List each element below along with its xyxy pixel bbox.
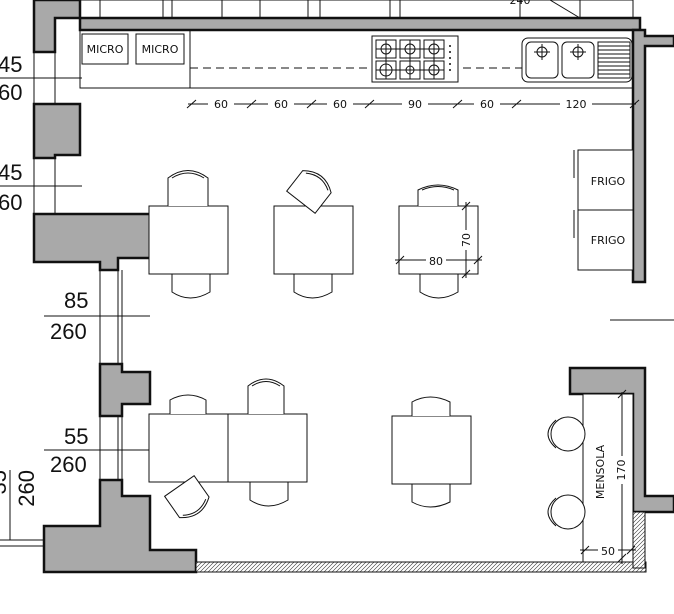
stool-1 — [550, 416, 586, 452]
window-3-bottom: 260 — [50, 319, 87, 344]
table-depth-dim: 70 — [460, 233, 473, 247]
wall-bottom-left — [42, 478, 198, 574]
shelf-area: 170 MENSOLA 50 — [547, 389, 636, 564]
chair-3a — [417, 184, 459, 206]
window-2-top: 45 — [0, 160, 22, 185]
counter-dim-3: 60 — [333, 98, 347, 111]
window-4-top: 55 — [64, 424, 88, 449]
counter-dim-4: 90 — [408, 98, 422, 111]
counter-dim-6: 120 — [566, 98, 587, 111]
window-2-bottom: 60 — [0, 190, 22, 215]
chair-4d — [249, 481, 289, 507]
sink — [521, 37, 633, 83]
walls — [32, 0, 674, 574]
table-4a — [148, 413, 229, 483]
left-windows: 45 60 45 60 85 260 55 260 35 260 — [0, 52, 674, 547]
wall-right-upper — [631, 28, 674, 284]
table-4b — [227, 413, 308, 483]
microwave-2-label: MICRO — [142, 43, 179, 56]
window-1-top: 45 — [0, 52, 22, 77]
chair-3b — [419, 273, 459, 299]
window-3-top: 85 — [64, 288, 88, 313]
window-1-bottom: 60 — [0, 80, 22, 105]
window-5-top: 35 — [0, 470, 11, 494]
stool-2 — [550, 494, 586, 530]
shelf-label: MENSOLA — [594, 444, 607, 499]
cooktop — [371, 35, 459, 83]
kitchen-counter: MICRO MICRO — [79, 29, 634, 89]
microwave-1 — [81, 33, 129, 65]
shelf-length-dim: 170 — [615, 460, 628, 481]
chair-1a — [167, 170, 209, 206]
chair-4b — [247, 378, 285, 414]
wall-left-top — [32, 0, 82, 54]
fridge-bottom-label: FRIGO — [591, 234, 626, 247]
wall-left-pier-2 — [32, 212, 152, 272]
wall-right-hatched — [632, 511, 646, 569]
fridge-top-label: FRIGO — [591, 175, 626, 188]
wall-top — [78, 16, 642, 32]
table-width-dim: 80 — [429, 255, 443, 268]
microwave-2 — [135, 33, 185, 65]
counter-dimension-line: 60 60 60 90 60 120 — [186, 97, 640, 111]
table-1 — [148, 205, 229, 275]
wall-top-dim: 240 — [510, 0, 531, 7]
wall-left-pier-3 — [98, 362, 152, 418]
dining-area: 80 70 — [148, 170, 483, 519]
wall-left-pier-1 — [32, 102, 82, 160]
counter-dim-2: 60 — [274, 98, 288, 111]
table-5 — [391, 415, 472, 485]
chair-4a — [169, 394, 207, 414]
chair-2b — [293, 273, 333, 299]
shelf-depth-dim: 50 — [601, 545, 615, 558]
upper-units: 240 — [79, 0, 634, 19]
microwave-1-label: MICRO — [87, 43, 124, 56]
chair-5b — [411, 483, 451, 508]
window-5-bottom: 260 — [14, 470, 39, 507]
window-4-bottom: 260 — [50, 452, 87, 477]
fridges: FRIGO FRIGO — [573, 149, 634, 271]
counter-dim-5: 60 — [480, 98, 494, 111]
counter-dim-1: 60 — [214, 98, 228, 111]
wall-bottom-hatched — [195, 561, 647, 573]
chair-1b — [171, 273, 211, 299]
chair-4c — [163, 474, 210, 519]
chair-2a — [286, 170, 332, 214]
table-2 — [273, 205, 354, 275]
chair-5a — [411, 396, 451, 416]
